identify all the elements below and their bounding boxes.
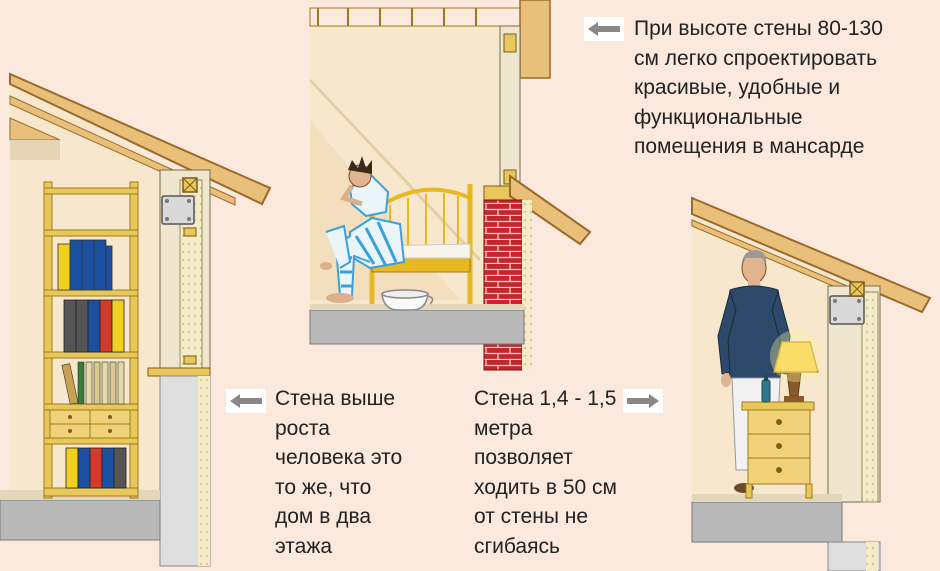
bookcase [43, 181, 139, 499]
middle-caption: Стена 1,4 - 1,5 метра позволяет ходить в… [474, 387, 617, 558]
arrow-left-icon [230, 394, 262, 408]
chamber-pot [381, 289, 434, 311]
top-caption: При высоте стены 80-130 см легко спроект… [634, 17, 883, 158]
sleepy-person [320, 156, 406, 303]
lamp-shade [773, 341, 819, 373]
left-caption-arrow [226, 389, 266, 413]
arrow-right-icon [627, 394, 659, 408]
bottle [761, 379, 771, 403]
left-roof-joist [10, 140, 60, 160]
middle-roof-rafter [509, 174, 592, 246]
arrow-left-icon [588, 22, 620, 36]
middle-attic-scene [308, 0, 592, 371]
right-floor-slab [691, 501, 843, 543]
nightstand [741, 330, 822, 499]
middle-ceiling-joist [519, 0, 551, 79]
middle-caption-arrow [623, 389, 663, 413]
left-floor-slab [0, 499, 161, 541]
right-roof-rafter [691, 196, 932, 314]
left-caption: Стена выше роста человека это то же, что… [275, 387, 403, 558]
left-sill-beam [147, 367, 211, 377]
left-wall-plate [161, 195, 195, 225]
right-wall-plate [829, 295, 865, 325]
middle-floor-slab [309, 309, 525, 345]
top-caption-arrow [584, 17, 624, 41]
